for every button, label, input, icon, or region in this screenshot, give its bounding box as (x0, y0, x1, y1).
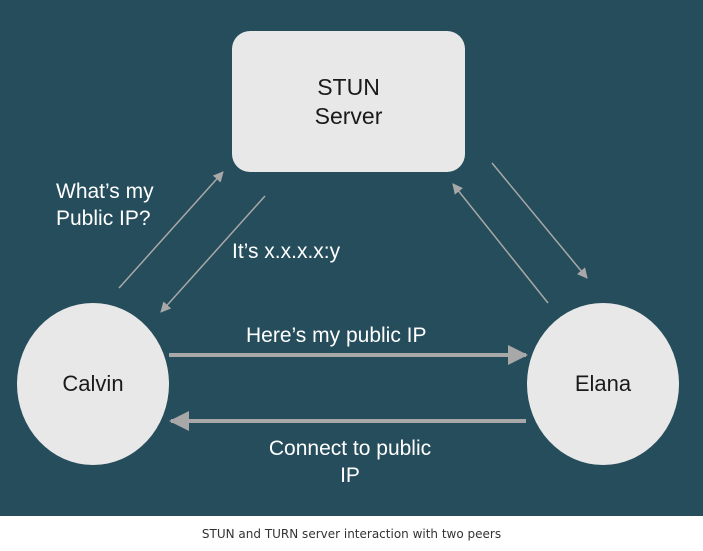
stun-server-label: STUN Server (314, 73, 383, 129)
diagram-canvas: STUN Server Calvin Elana What’s my Publi… (0, 0, 703, 516)
figure-caption: STUN and TURN server interaction with tw… (201, 527, 502, 541)
arrows-layer (118, 162, 588, 431)
connect-label: Connect to public IP (268, 437, 432, 487)
question-label: What’s my Public IP? (56, 180, 154, 230)
answer-label: It’s x.x.x.x:y (232, 240, 341, 263)
arrow-server-to-elana (491, 162, 588, 279)
arrow-server-to-calvin (160, 195, 266, 313)
send-ip-label: Here’s my public IP (246, 324, 427, 347)
arrow-elana-to-server (452, 183, 549, 304)
calvin-node: Calvin (17, 303, 169, 465)
arrow-calvin-to-server (118, 171, 224, 289)
stun-server-node: STUN Server (232, 31, 465, 172)
elana-node: Elana (527, 303, 679, 465)
calvin-label: Calvin (62, 371, 124, 396)
elana-label: Elana (574, 371, 632, 396)
